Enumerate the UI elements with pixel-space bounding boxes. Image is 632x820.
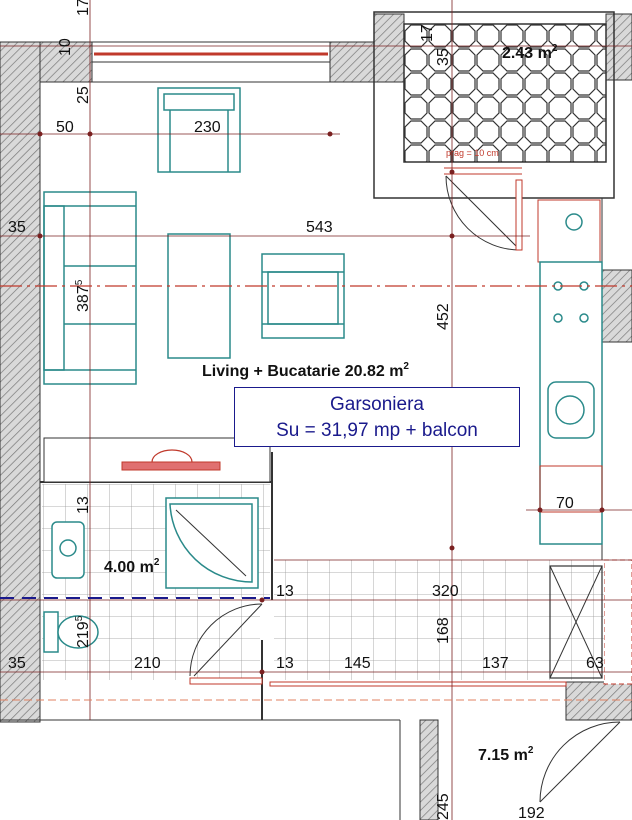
window-top (91, 41, 331, 63)
entrance-door (539, 721, 621, 803)
wall-top-mid (329, 41, 377, 83)
room-outlines (40, 81, 603, 720)
shower (165, 497, 259, 589)
balcony-floor (403, 23, 607, 163)
fridge-knob (565, 213, 583, 231)
dim-452: 452 (435, 303, 452, 330)
dim-210: 210 (134, 655, 161, 672)
kitchen-base (539, 465, 603, 513)
dim-25: 25 (75, 86, 92, 104)
wall-balcony-right (605, 13, 632, 81)
tv-unit (121, 449, 221, 471)
hall-opening (269, 681, 567, 687)
bathroom-door (189, 603, 263, 685)
dim-35-left: 35 (8, 219, 26, 236)
wall-right-lower (565, 681, 632, 721)
dim-192: 192 (518, 805, 545, 820)
unit-surface: Su = 31,97 mp + balcon (276, 420, 478, 441)
doors (189, 175, 621, 803)
balcony-door (445, 175, 523, 251)
dim-35-balcony: 35 (435, 48, 452, 66)
walls (0, 13, 632, 723)
bath-fixtures (43, 497, 259, 653)
dim-50: 50 (56, 119, 74, 136)
hall-area-label: 7.15 m2 (478, 745, 534, 764)
dim-168: 168 (435, 617, 452, 644)
window-frame (91, 41, 331, 63)
entrance-wall (419, 719, 439, 820)
counter (539, 261, 603, 545)
balcony-outline (373, 11, 615, 199)
dim-17-balcony: 17 (419, 24, 436, 42)
balcony-area-label: 2.43 m2 (502, 43, 558, 62)
dim-13-bath: 13 (75, 496, 92, 514)
dim-63: 63 (586, 655, 604, 672)
fridge (537, 199, 601, 263)
unit-summary-box: Garsoniera Su = 31,97 mp + balcon (234, 387, 520, 447)
wall-left (0, 41, 41, 723)
wall-balcony-left (373, 13, 405, 83)
dim-10: 10 (57, 38, 74, 56)
dim-70: 70 (556, 495, 574, 512)
dim-320: 320 (432, 583, 459, 600)
hall-floor-tiles (274, 560, 604, 680)
dimension-markers (37, 131, 605, 675)
toilet (43, 611, 99, 653)
living-area-label: Living + Bucatarie 20.82 m2 (202, 361, 409, 380)
bath-area-label: 4.00 m2 (104, 557, 160, 576)
partition-counter (43, 437, 271, 483)
dim-245: 245 (435, 793, 452, 820)
wall-right-upper (601, 269, 632, 343)
unit-title: Garsoniera (330, 394, 424, 415)
wall-right-column (603, 559, 632, 685)
dim-543: 543 (306, 219, 333, 236)
dim-145: 145 (344, 655, 371, 672)
dim-387: 3875 (74, 279, 92, 312)
threshold-note: prag = 10 cm (446, 148, 499, 158)
bathroom-sink-drain (59, 539, 77, 557)
dimension-labels: 17 10 25 50 230 17 35 35 543 3875 452 13… (8, 0, 604, 820)
dim-13-mid: 13 (276, 583, 294, 600)
sink (547, 381, 595, 439)
dim-219: 2195 (74, 615, 92, 648)
balcony (373, 11, 615, 199)
lower-structure (0, 719, 439, 820)
hall-cabinet-cross-2 (549, 565, 603, 679)
kitchen (537, 199, 603, 679)
dim-17-top: 17 (75, 0, 92, 16)
bathroom-sink (51, 521, 85, 579)
armchair-top (157, 87, 241, 173)
dim-35-bottom: 35 (8, 655, 26, 672)
cooktop (553, 281, 589, 323)
dim-230: 230 (194, 119, 221, 136)
armchair-right (261, 253, 345, 339)
coffee-table (167, 233, 231, 359)
dim-13-bottom: 13 (276, 655, 294, 672)
dim-137: 137 (482, 655, 509, 672)
hall-cabinet (549, 565, 603, 679)
